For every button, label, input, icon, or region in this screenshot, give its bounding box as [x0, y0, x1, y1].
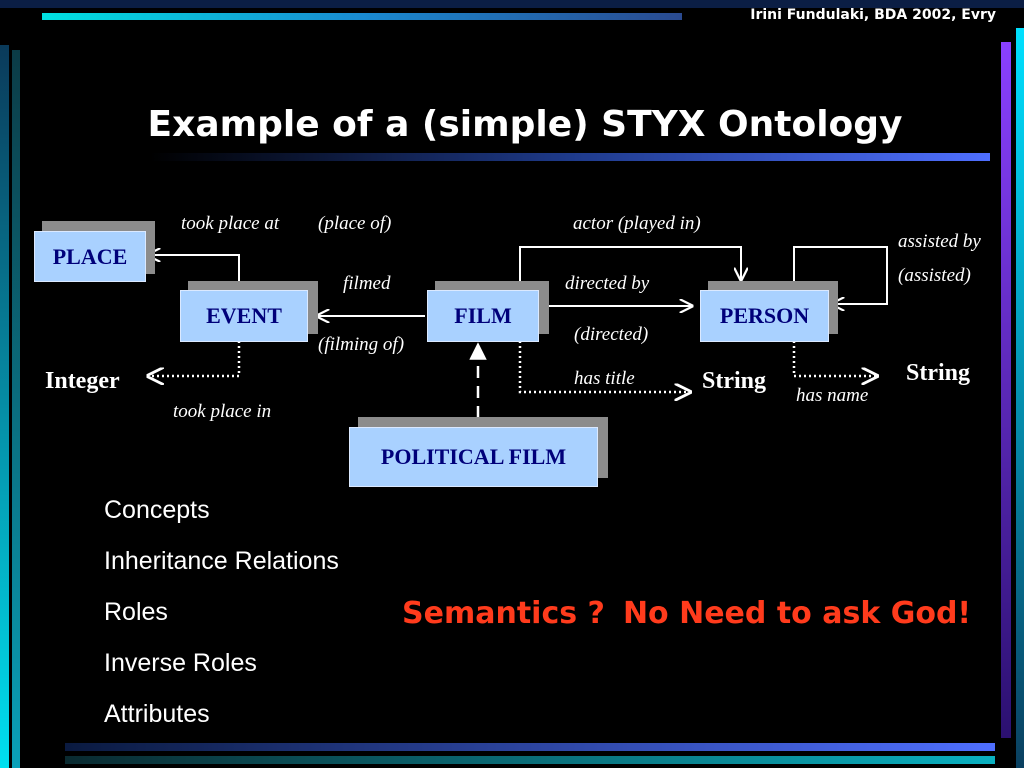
list-item: Concepts	[104, 496, 210, 524]
arrow-has-name	[792, 341, 877, 376]
concept-person: PERSON	[700, 290, 829, 342]
top-bar-dark	[0, 0, 1024, 8]
slide-title: Example of a (simple) STYX Ontology	[147, 104, 903, 145]
arrow-actor	[519, 246, 741, 288]
list-item: Inheritance Relations	[104, 547, 339, 575]
left-bar-teal	[12, 50, 20, 768]
datatype-integer: Integer	[45, 368, 120, 394]
semantics-callout: Semantics ? No Need to ask God!	[402, 596, 989, 631]
right-bar-cyan	[1016, 28, 1024, 768]
arrow-took-place-in	[148, 341, 241, 376]
arrow-took-place-at	[148, 255, 240, 288]
label-filmed: filmed	[343, 273, 391, 294]
title-underline	[150, 153, 990, 161]
list-item: Roles	[104, 598, 168, 626]
left-bar-cyan	[0, 45, 9, 768]
concept-event: EVENT	[180, 290, 308, 342]
arrow-has-title	[518, 341, 690, 392]
label-has-title: has title	[574, 368, 635, 389]
concept-film: FILM	[427, 290, 539, 342]
datatype-string-title: String	[702, 368, 767, 394]
bottom-bar-blue	[65, 743, 995, 751]
concept-place: PLACE	[34, 231, 146, 282]
bottom-bar-teal	[65, 756, 995, 764]
list-item: Attributes	[104, 700, 210, 728]
label-directed-by: directed by	[565, 273, 650, 294]
label-took-place-at: took place at	[181, 213, 280, 234]
label-assisted: (assisted)	[898, 265, 971, 286]
semantics-question: Semantics ?	[402, 596, 605, 631]
label-actor-played-in: actor (played in)	[573, 213, 701, 234]
feature-list: Concepts Inheritance Relations Roles Inv…	[104, 492, 339, 747]
label-assisted-by: assisted by	[898, 231, 981, 252]
datatype-string-name: String	[906, 360, 971, 386]
list-item: Inverse Roles	[104, 649, 257, 677]
header-credit: Irini Fundulaki, BDA 2002, Evry	[750, 7, 996, 23]
arrow-assisted-by	[793, 246, 888, 304]
top-bar-cyan	[42, 13, 682, 20]
label-filming-of: (filming of)	[318, 334, 405, 355]
label-took-place-in: took place in	[173, 401, 272, 422]
label-has-name: has name	[796, 385, 869, 406]
label-directed: (directed)	[574, 324, 649, 345]
semantics-answer: No Need to ask God!	[622, 596, 972, 631]
right-bar-purple	[1001, 42, 1011, 738]
concept-political-film: POLITICAL FILM	[349, 427, 598, 487]
label-place-of: (place of)	[318, 213, 392, 234]
